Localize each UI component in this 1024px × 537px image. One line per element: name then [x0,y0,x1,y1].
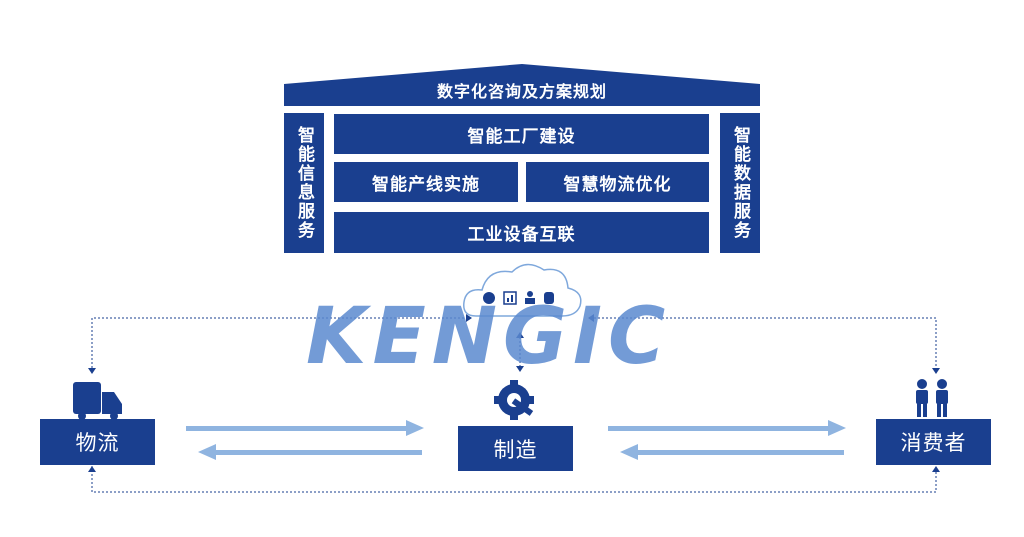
gear-wrench-icon [494,380,534,420]
logistics-optimization-block: 智慧物流优化 [526,162,709,202]
arrow-down-gear [516,366,524,372]
iot-block: 工业设备互联 [334,212,709,253]
arrow-down-right [932,368,940,374]
manufacturing-node: 制造 [458,426,573,471]
roof-shape [284,64,760,106]
dotted-connectors [91,317,937,493]
user-icon [527,291,533,297]
watermark-logo: KENGIC [306,292,672,382]
arrow-up-cloud [516,332,524,338]
arrow-down-left [88,368,96,374]
arrow-right-cloud [588,314,594,322]
arrow-up-bottom-left [88,466,96,472]
cloud-service-icons [483,291,554,305]
people-icon [916,379,948,417]
logistics-node: 物流 [40,419,155,465]
arrow-left-cloud [466,314,472,322]
production-line-block: 智能产线实施 [334,162,518,202]
right-pillar-label: 智能数据服务 [730,126,750,240]
truck-icon [73,382,122,420]
factory-block: 智能工厂建设 [334,114,709,154]
consumer-node: 消费者 [876,419,991,465]
left-pillar: 智能信息服务 [284,113,324,253]
right-pillar: 智能数据服务 [720,113,760,253]
arrow-up-bottom-right [932,466,940,472]
timer-icon [483,292,495,304]
left-pillar-label: 智能信息服务 [294,126,314,240]
roof-label: 数字化咨询及方案规划 [436,82,607,101]
database-icon [544,292,554,304]
flow-arrows [186,420,846,460]
